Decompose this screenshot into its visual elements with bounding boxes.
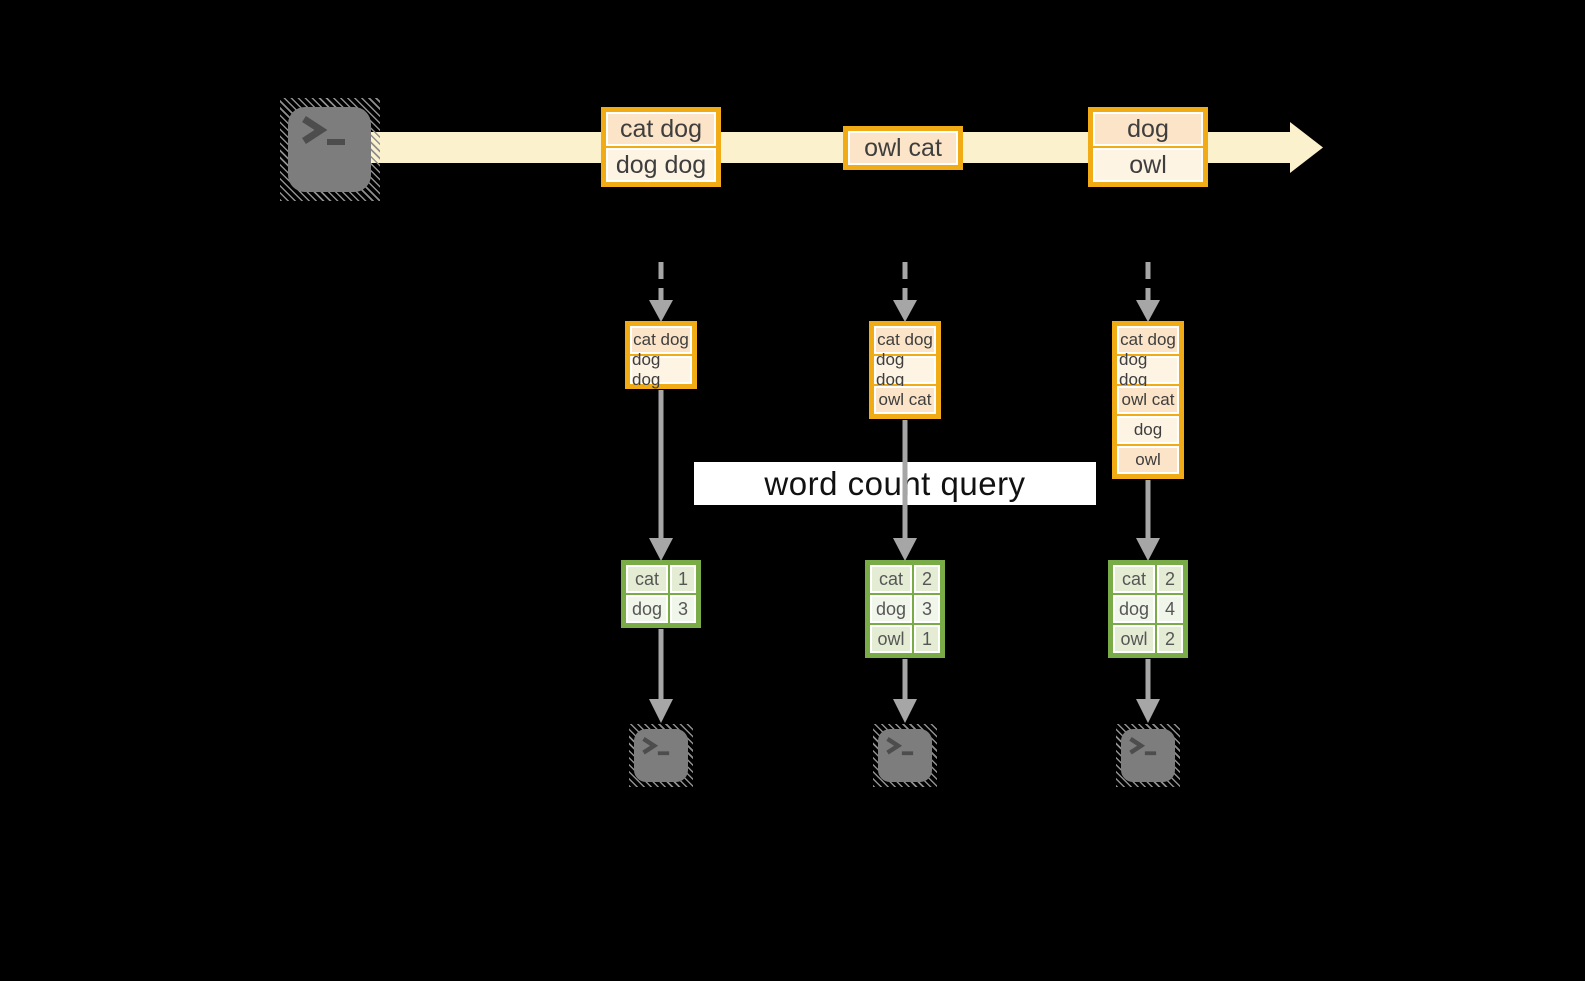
accumulated-input-state-3: cat dog dog dog owl cat dog owl [1112, 321, 1184, 479]
state-line: owl cat [874, 386, 936, 414]
result-word: dog [870, 595, 912, 623]
result-count: 4 [1157, 595, 1183, 623]
result-count: 1 [670, 565, 696, 593]
terminal-face [1121, 729, 1175, 782]
sink-terminal-icon-2 [873, 724, 937, 787]
result-row: owl 1 [870, 625, 940, 653]
result-row: dog 3 [870, 595, 940, 623]
state-line: cat dog [630, 326, 692, 354]
result-row: cat 2 [1113, 565, 1183, 593]
result-to-sink-arrow-1 [649, 629, 673, 723]
query-label: word count query [764, 464, 1026, 502]
timeline-to-state-arrow-2 [893, 262, 917, 322]
result-count: 3 [670, 595, 696, 623]
terminal-face [634, 729, 688, 782]
result-row: dog 3 [626, 595, 696, 623]
terminal-prompt-glyph [886, 737, 914, 756]
event-line: cat dog [606, 112, 716, 146]
sink-terminal-icon-1 [629, 724, 693, 787]
state-line: dog [1117, 416, 1179, 444]
terminal-face [878, 729, 932, 782]
stream-event-batch-2: owl cat [843, 126, 963, 170]
state-line: cat dog [1117, 326, 1179, 354]
query-label-band: word count query [694, 462, 1096, 505]
result-to-sink-arrow-3 [1136, 659, 1160, 723]
terminal-prompt-glyph [1129, 737, 1157, 756]
terminal-prompt-glyph [642, 737, 670, 756]
terminal-face [288, 107, 371, 192]
result-row: cat 1 [626, 565, 696, 593]
result-to-sink-arrow-2 [893, 659, 917, 723]
accumulated-input-state-1: cat dog dog dog [625, 321, 697, 389]
event-line: owl [1093, 148, 1203, 182]
event-line: dog [1093, 112, 1203, 146]
stream-event-batch-1: cat dog dog dog [601, 107, 721, 187]
timeline-to-state-arrow-3 [1136, 262, 1160, 322]
result-row: dog 4 [1113, 595, 1183, 623]
state-line: dog dog [630, 350, 692, 389]
word-count-result-table-3: cat 2 dog 4 owl 2 [1108, 560, 1188, 658]
event-line: owl cat [848, 131, 958, 165]
result-word: cat [626, 565, 668, 593]
result-word: dog [1113, 595, 1155, 623]
word-count-result-table-2: cat 2 dog 3 owl 1 [865, 560, 945, 658]
result-count: 2 [914, 565, 940, 593]
result-word: dog [626, 595, 668, 623]
sink-terminal-icon-3 [1116, 724, 1180, 787]
result-row: owl 2 [1113, 625, 1183, 653]
result-count: 2 [1157, 565, 1183, 593]
state-line: dog dog [1117, 350, 1179, 389]
state-line: cat dog [874, 326, 936, 354]
result-count: 3 [914, 595, 940, 623]
state-line: dog dog [874, 350, 936, 389]
stream-source-terminal-icon [280, 98, 380, 201]
state-to-result-arrow-1 [649, 390, 673, 561]
timeline-to-state-arrow-1 [649, 262, 673, 322]
state-line: owl [1117, 446, 1179, 474]
result-count: 1 [914, 625, 940, 653]
result-row: cat 2 [870, 565, 940, 593]
terminal-prompt-glyph [302, 116, 345, 145]
result-word: cat [1113, 565, 1155, 593]
result-count: 2 [1157, 625, 1183, 653]
stream-event-batch-3: dog owl [1088, 107, 1208, 187]
result-word: cat [870, 565, 912, 593]
accumulated-input-state-2: cat dog dog dog owl cat [869, 321, 941, 419]
word-count-result-table-1: cat 1 dog 3 [621, 560, 701, 628]
state-line: owl cat [1117, 386, 1179, 414]
result-word: owl [1113, 625, 1155, 653]
result-word: owl [870, 625, 912, 653]
state-to-result-arrow-3 [1136, 480, 1160, 561]
event-line: dog dog [606, 148, 716, 182]
